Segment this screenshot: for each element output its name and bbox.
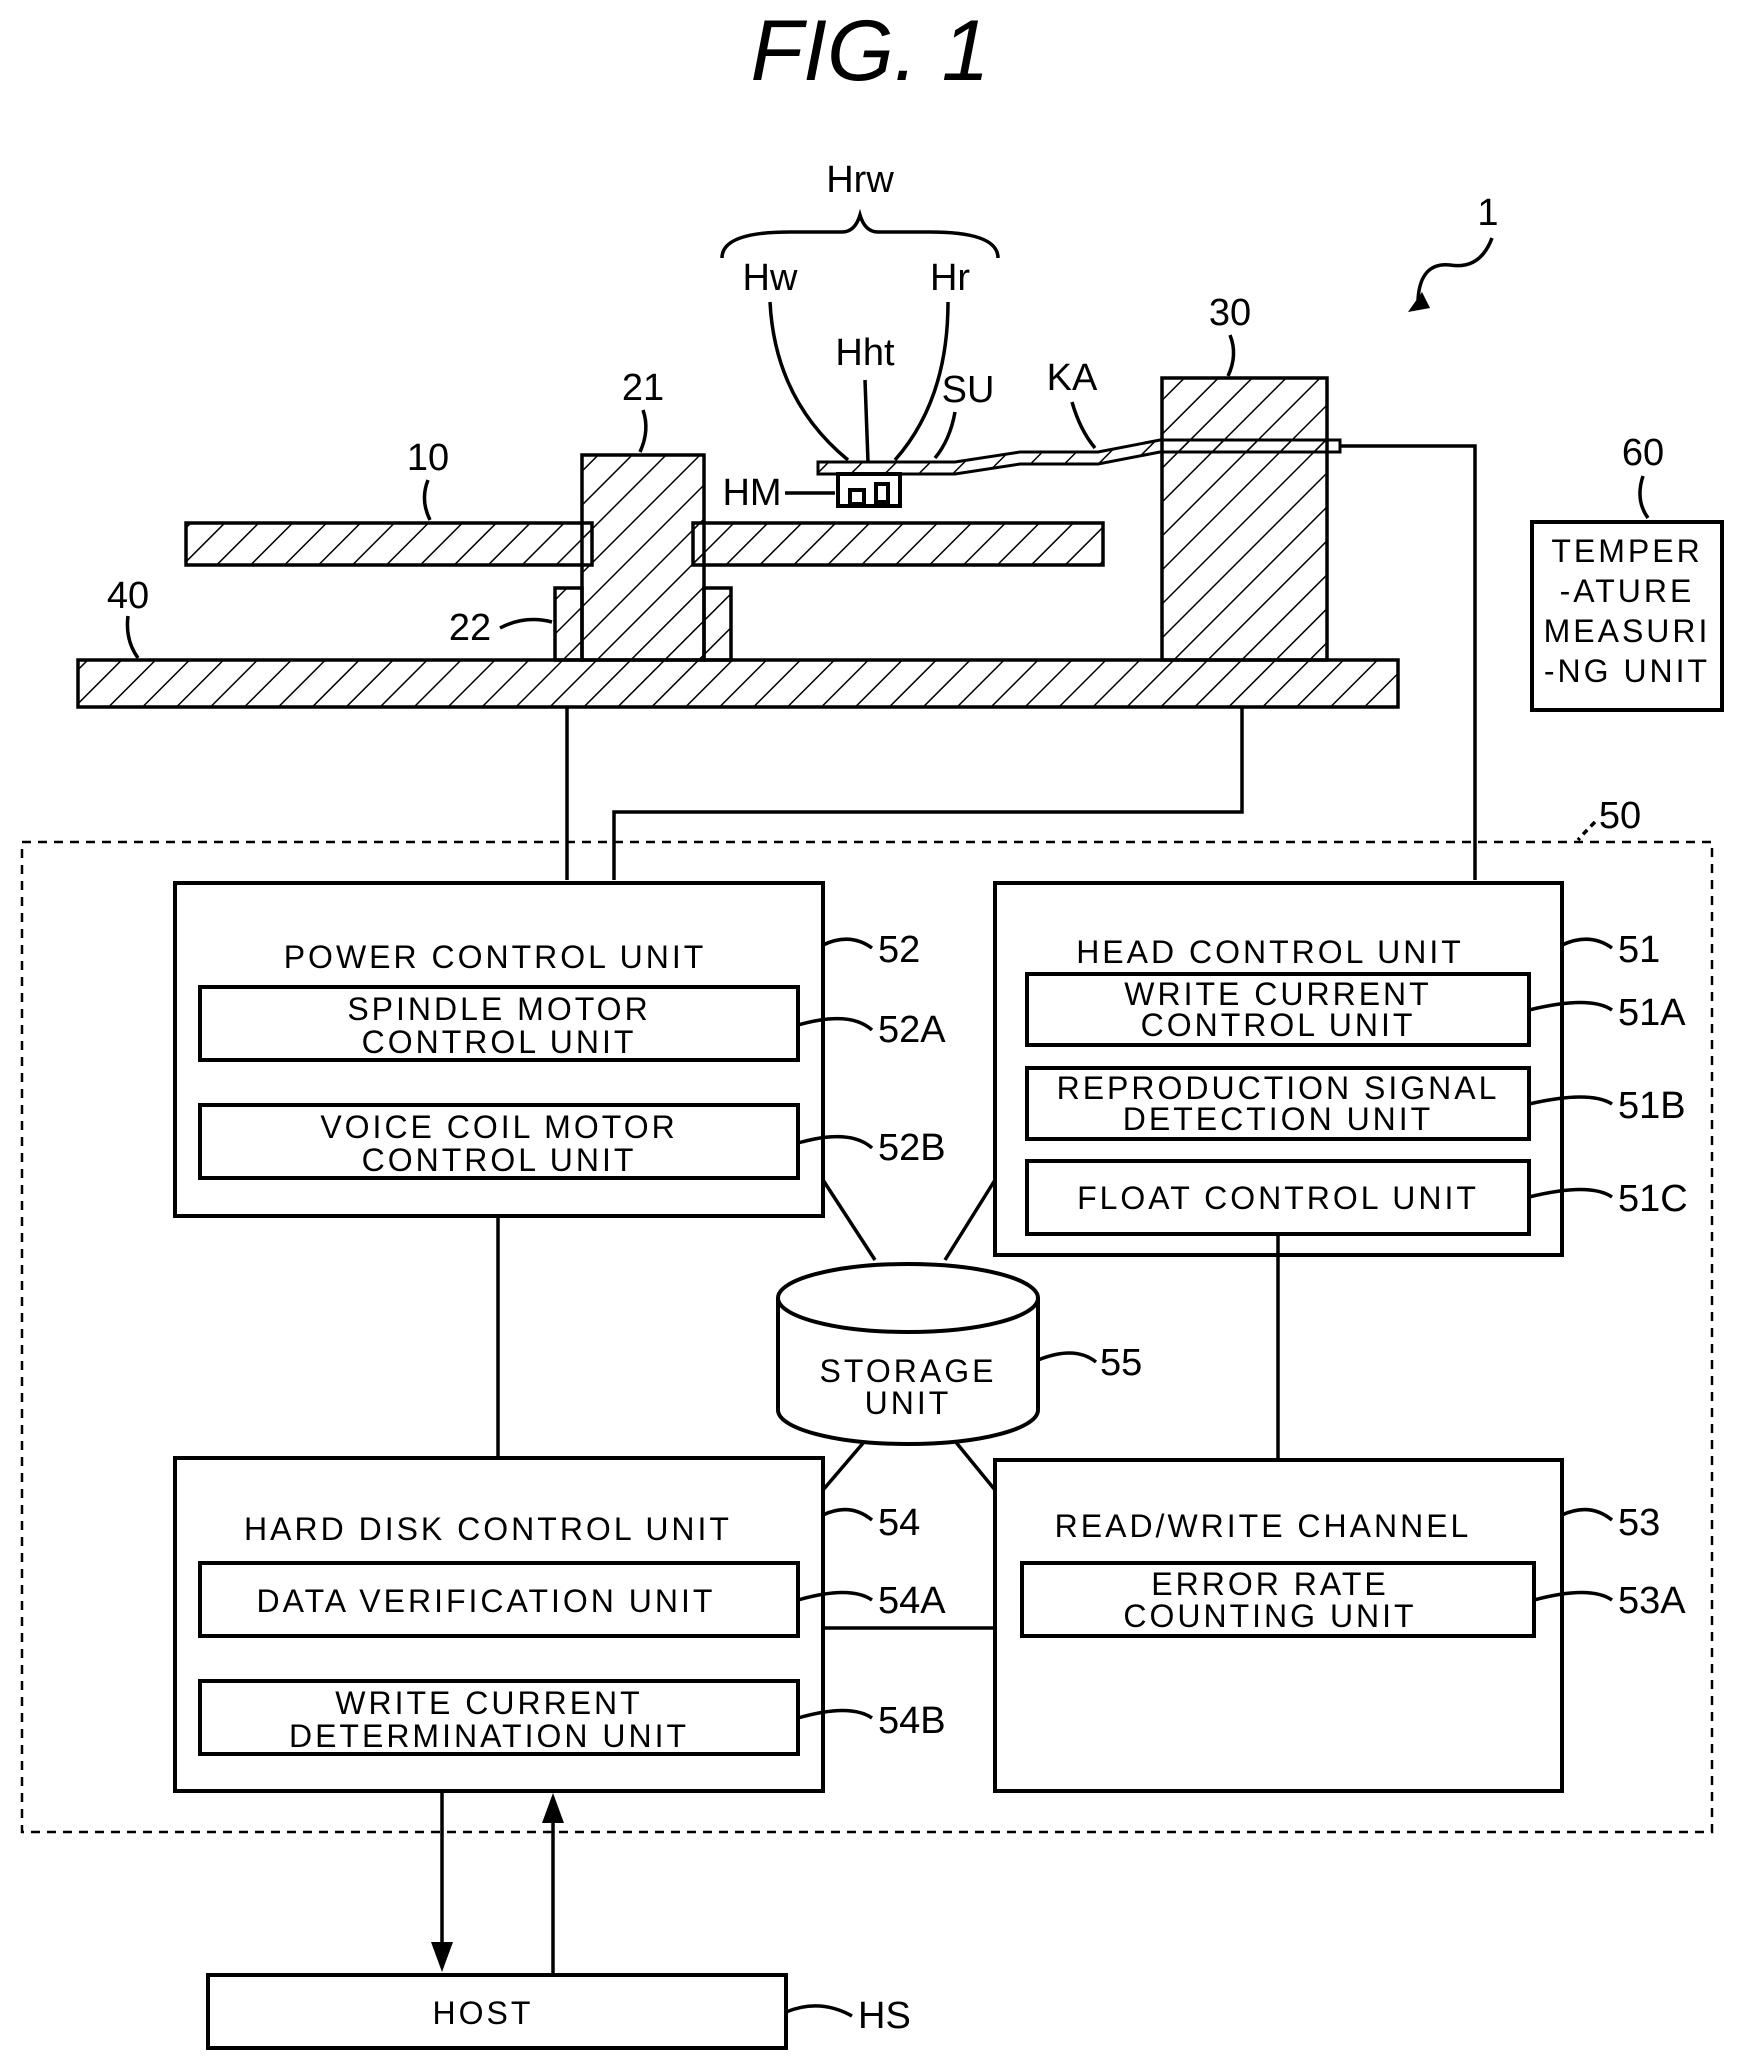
host-to-hdd-arrowhead <box>542 1793 564 1823</box>
ref-hm: HM <box>722 472 781 514</box>
leader-60 <box>1640 476 1648 518</box>
temp-line1: TEMPER <box>1551 533 1702 569</box>
wcd-line2: DETERMINATION UNIT <box>289 1718 689 1754</box>
bearing-right <box>704 588 731 660</box>
temp-line2: -ATURE <box>1560 573 1695 609</box>
ref-10: 10 <box>407 437 449 479</box>
leader-50 <box>1578 822 1595 840</box>
wcc-line2: CONTROL UNIT <box>1141 1007 1416 1043</box>
ref-22: 22 <box>449 607 491 649</box>
leader-54 <box>823 1510 872 1520</box>
ref-51: 51 <box>1618 929 1660 971</box>
figure-title: FIG. 1 <box>751 3 990 99</box>
storage-to-power <box>823 1180 875 1260</box>
leader-hs <box>786 2006 852 2016</box>
ref-ka: KA <box>1047 357 1098 399</box>
leader-53 <box>1562 1510 1612 1520</box>
read-element <box>876 484 888 502</box>
temp-line4: -NG UNIT <box>1544 653 1710 689</box>
ref-50: 50 <box>1599 795 1641 837</box>
ref-53a: 53A <box>1618 1580 1686 1622</box>
ref-51c: 51C <box>1618 1178 1688 1220</box>
ref-1: 1 <box>1477 192 1498 234</box>
leader-su <box>935 412 955 458</box>
repro-line2: DETECTION UNIT <box>1123 1101 1433 1137</box>
wcd-line1: WRITE CURRENT <box>335 1685 642 1721</box>
ref-hrw: Hrw <box>826 159 894 201</box>
ref-hw: Hw <box>743 257 798 299</box>
power-control-title: POWER CONTROL UNIT <box>284 939 707 975</box>
disk-right <box>693 523 1103 565</box>
host-label: HOST <box>433 1995 534 2031</box>
ref-hht: Hht <box>835 332 895 374</box>
write-element <box>850 490 864 504</box>
leader-1 <box>1418 238 1492 300</box>
ref-54: 54 <box>878 1502 920 1544</box>
spindle-line1: SPINDLE MOTOR <box>347 991 650 1027</box>
leader-51 <box>1562 939 1612 948</box>
ref-51b: 51B <box>1618 1085 1686 1127</box>
ref-hs: HS <box>858 1995 911 2037</box>
leader-10 <box>424 480 430 520</box>
storage-top <box>778 1264 1038 1332</box>
ref-su: SU <box>942 369 995 411</box>
vcm-line2: CONTROL UNIT <box>362 1142 637 1178</box>
err-line1: ERROR RATE <box>1151 1566 1388 1602</box>
ref-52b: 52B <box>878 1127 946 1169</box>
leader-hw <box>770 302 848 460</box>
leader-30 <box>1228 335 1234 376</box>
leader-hr <box>895 302 948 460</box>
storage-to-head <box>945 1180 995 1260</box>
base-plate <box>78 660 1398 707</box>
hdd-control-title: HARD DISK CONTROL UNIT <box>244 1511 732 1547</box>
leader-22 <box>500 620 552 628</box>
leader-52 <box>823 939 872 948</box>
temp-line3: MEASURI <box>1544 613 1711 649</box>
ref-21: 21 <box>622 367 664 409</box>
spindle-hub <box>582 455 704 660</box>
actuator-block <box>1162 378 1327 660</box>
ref-51a: 51A <box>1618 992 1686 1034</box>
head-slider <box>838 474 900 506</box>
ref-30: 30 <box>1209 292 1251 334</box>
leader-hht <box>865 380 868 462</box>
disk-left <box>186 523 592 565</box>
spindle-line2: CONTROL UNIT <box>362 1024 637 1060</box>
leader-ka <box>1072 402 1095 448</box>
hdd-to-host-arrowhead <box>431 1942 453 1972</box>
leader-21 <box>640 410 646 452</box>
hrw-brace <box>722 215 998 258</box>
float-control-label: FLOAT CONTROL UNIT <box>1077 1180 1479 1216</box>
ref-60: 60 <box>1622 432 1664 474</box>
ref-hr: Hr <box>930 257 970 299</box>
ref-40: 40 <box>107 575 149 617</box>
storage-line1: STORAGE <box>820 1353 997 1389</box>
storage-line2: UNIT <box>865 1385 952 1421</box>
rw-channel-title: READ/WRITE CHANNEL <box>1055 1508 1472 1544</box>
ref-55: 55 <box>1100 1342 1142 1384</box>
head-control-title: HEAD CONTROL UNIT <box>1076 934 1464 970</box>
leader-40 <box>127 616 138 658</box>
ref-54a: 54A <box>878 1580 946 1622</box>
data-verification-label: DATA VERIFICATION UNIT <box>257 1583 716 1619</box>
leader-55 <box>1038 1353 1096 1362</box>
ref-52: 52 <box>878 929 920 971</box>
bearing-left <box>555 588 582 660</box>
ref-54b: 54B <box>878 1700 946 1742</box>
vcm-line1: VOICE COIL MOTOR <box>320 1109 677 1145</box>
ref-52a: 52A <box>878 1009 946 1051</box>
actuator-to-power <box>614 707 1242 880</box>
ref-53: 53 <box>1618 1502 1660 1544</box>
err-line2: COUNTING UNIT <box>1123 1598 1416 1634</box>
